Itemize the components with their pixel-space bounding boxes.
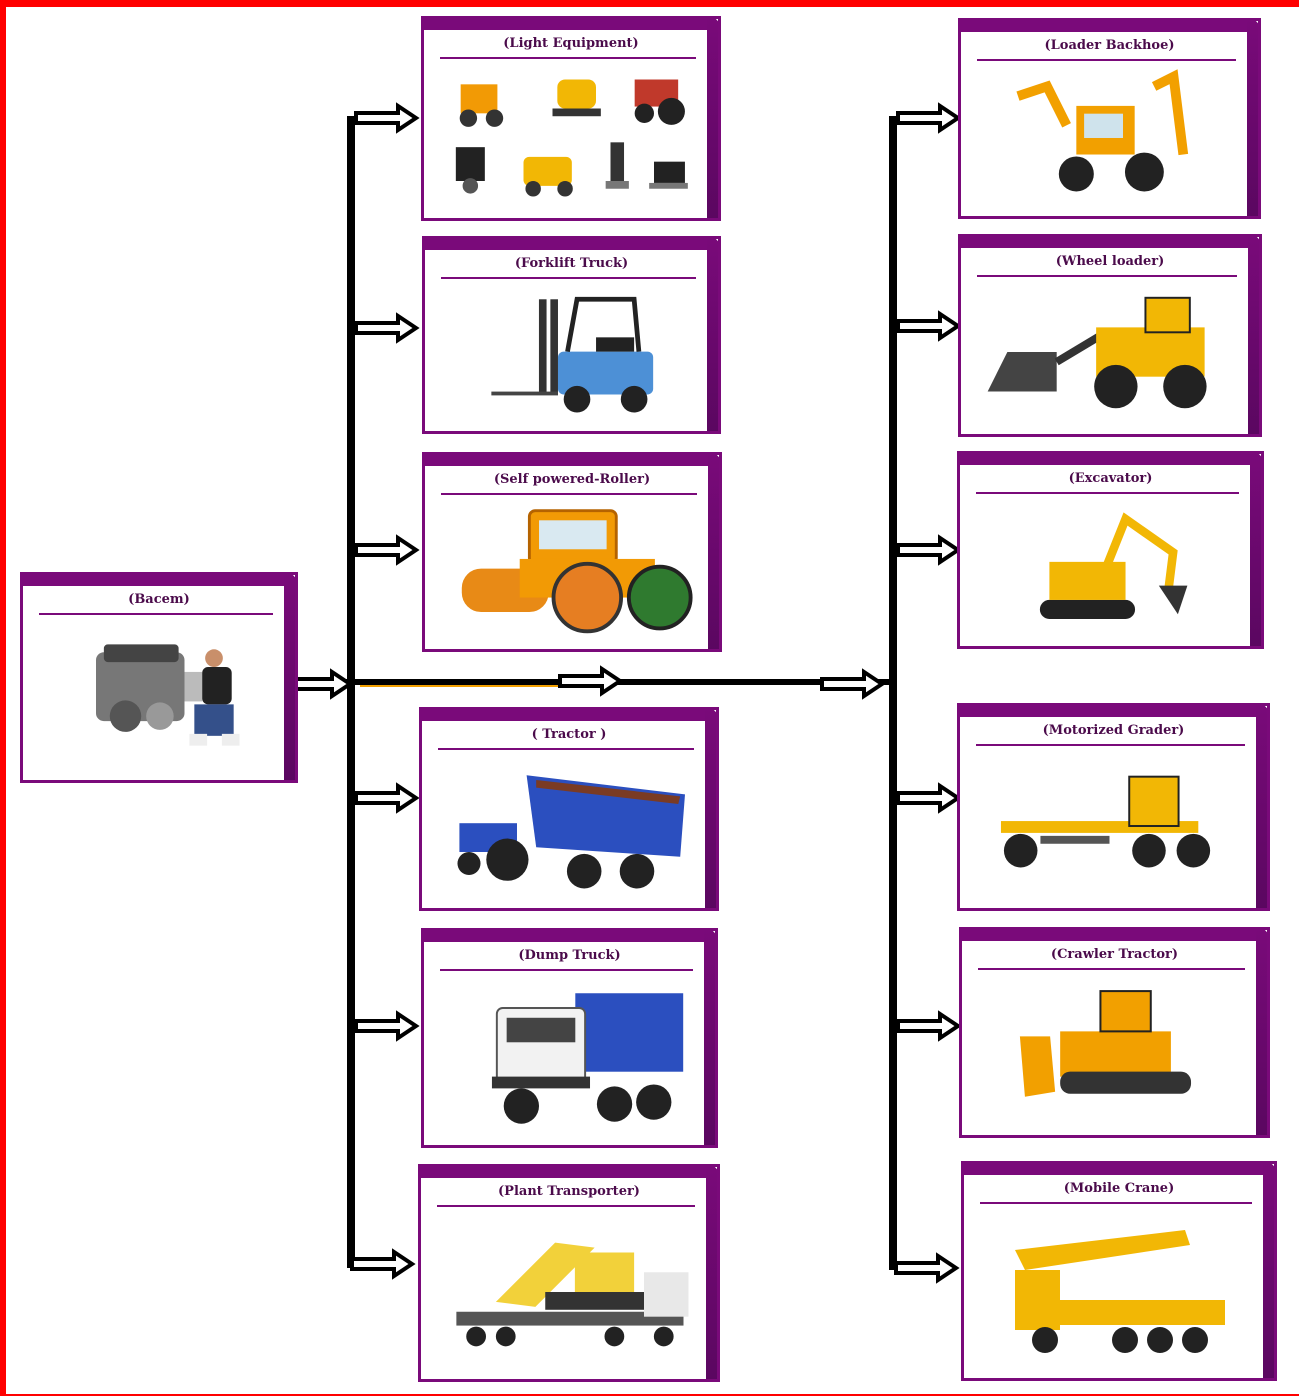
card-divider <box>441 277 696 279</box>
road-roller-icon <box>439 501 697 641</box>
card-divider <box>977 59 1236 61</box>
card-title: (Dump Truck) <box>518 948 621 963</box>
right-branch-arrow-5 <box>896 1012 960 1040</box>
card-title: ( Tractor ) <box>531 727 607 742</box>
card-light-equipment: (Light Equipment) <box>421 16 721 221</box>
card-title: (Forklift Truck) <box>514 256 629 271</box>
card-divider <box>976 492 1239 494</box>
card-title: (Light Equipment) <box>503 36 639 51</box>
forklift-icon <box>439 285 696 423</box>
card-title: (Plant Transporter) <box>498 1184 640 1199</box>
card-divider <box>980 1202 1252 1204</box>
card-divider <box>39 613 273 615</box>
card-mobile-crane: (Mobile Crane) <box>961 1161 1277 1381</box>
left-branch-arrow-5 <box>354 1012 418 1040</box>
plant-transporter-icon <box>435 1213 695 1371</box>
card-plant-transporter: (Plant Transporter) <box>418 1164 720 1382</box>
card-tractor: ( Tractor ) <box>419 707 719 911</box>
engine-mechanic-icon <box>37 621 273 772</box>
mobile-crane-icon <box>978 1210 1252 1370</box>
left-branch-arrow-4 <box>354 784 418 812</box>
source-card: (Bacem) <box>20 572 298 783</box>
card-divider <box>441 493 697 495</box>
tractor-trailer-icon <box>436 756 694 900</box>
light-equipment-icon <box>438 65 696 210</box>
card-title: (Mobile Crane) <box>1063 1181 1175 1196</box>
left-branch-arrow-1 <box>354 104 418 132</box>
card-divider <box>440 57 696 59</box>
card-title: (Excavator) <box>1068 471 1153 486</box>
left-branch-arrow-2 <box>354 314 418 342</box>
card-dump-truck: (Dump Truck) <box>421 928 718 1148</box>
card-divider <box>976 744 1245 746</box>
crawler-tractor-icon <box>976 976 1245 1127</box>
source-card-title: (Bacem) <box>128 592 190 607</box>
card-divider <box>440 969 693 971</box>
card-divider <box>437 1205 695 1207</box>
card-title: (Loader Backhoe) <box>1044 38 1175 53</box>
mid-arrow-2 <box>820 670 884 698</box>
right-branch-arrow-2 <box>896 312 960 340</box>
dump-truck-icon <box>438 977 693 1137</box>
source-arrow <box>288 670 352 698</box>
card-title: (Wheel loader) <box>1055 254 1165 269</box>
card-loader-backhoe: (Loader Backhoe) <box>958 18 1261 219</box>
right-branch-arrow-4 <box>896 784 960 812</box>
card-excavator: (Excavator) <box>957 451 1264 649</box>
card-self-powered-roller: (Self powered-Roller) <box>422 452 722 652</box>
card-forklift-truck: (Forklift Truck) <box>422 236 721 434</box>
card-crawler-tractor: (Crawler Tractor) <box>959 927 1270 1138</box>
backhoe-loader-icon <box>975 67 1236 208</box>
wheel-loader-icon <box>975 283 1237 426</box>
left-branch-arrow-6 <box>350 1250 414 1278</box>
card-title: (Motorized Grader) <box>1042 723 1185 738</box>
card-wheel-loader: (Wheel loader) <box>958 234 1262 437</box>
card-motorized-grader: (Motorized Grader) <box>957 703 1270 911</box>
card-divider <box>978 968 1245 970</box>
right-branch-arrow-1 <box>896 104 960 132</box>
card-title: (Crawler Tractor) <box>1050 947 1179 962</box>
right-branch-arrow-6 <box>894 1254 958 1282</box>
card-title: (Self powered-Roller) <box>493 472 651 487</box>
motor-grader-icon <box>974 752 1245 900</box>
card-divider <box>438 748 694 750</box>
mid-arrow-1 <box>558 667 622 695</box>
left-branch-arrow-3 <box>354 536 418 564</box>
excavator-icon <box>974 500 1239 638</box>
card-divider <box>977 275 1237 277</box>
right-branch-arrow-3 <box>896 536 960 564</box>
